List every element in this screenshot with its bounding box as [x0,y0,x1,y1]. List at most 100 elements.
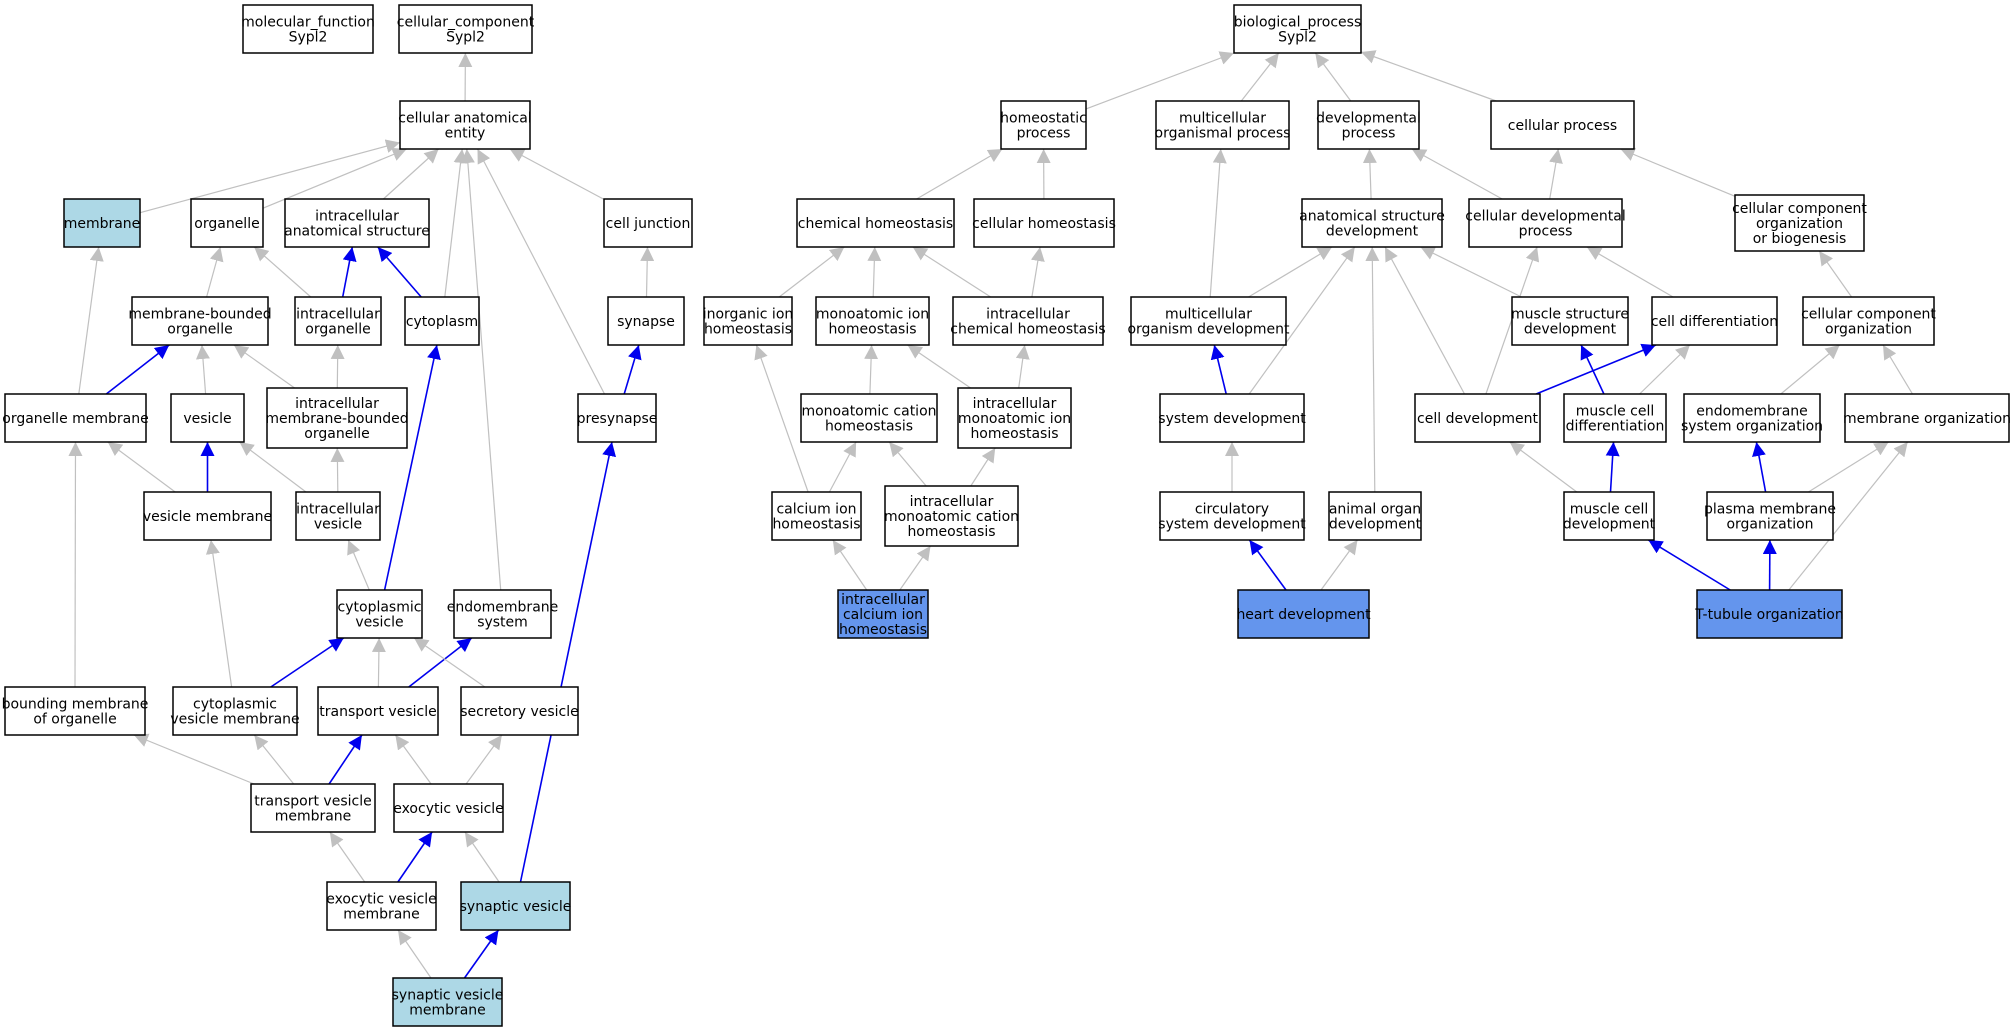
node-box[interactable] [266,387,408,449]
node-box[interactable] [837,589,929,639]
node-box[interactable] [404,296,480,346]
node-box[interactable] [603,198,693,248]
node-box[interactable] [1317,100,1420,150]
node-box[interactable] [957,387,1072,449]
node-exoves[interactable]: exocytic vesicle [393,783,504,833]
node-box[interactable] [393,783,504,833]
node-vesmem[interactable]: vesicle membrane [143,491,272,541]
node-box[interactable] [800,393,938,443]
node-box[interactable] [284,198,430,248]
node-box[interactable] [1468,198,1623,248]
node-box[interactable] [1706,491,1834,541]
node-presynapse[interactable]: presynapse [577,393,658,443]
node-box[interactable] [952,296,1104,346]
node-vesicle[interactable]: vesicle [170,393,245,443]
node-box[interactable] [392,977,503,1027]
node-box[interactable] [295,491,381,541]
node-celldiff[interactable]: cell differentiation [1651,296,1778,346]
node-box[interactable] [1802,296,1935,346]
node-box[interactable] [460,686,579,736]
node-synapse[interactable]: synapse [607,296,685,346]
node-box[interactable] [1651,296,1778,346]
node-box[interactable] [172,686,298,736]
node-box[interactable] [170,393,245,443]
node-box[interactable] [1301,198,1443,248]
node-secves[interactable]: secretory vesicle [460,686,579,736]
node-chemhomeo[interactable]: chemical homeostasis [796,198,955,248]
node-heartdev[interactable]: heart development [1236,589,1371,639]
node-box[interactable] [1233,4,1362,54]
node-box[interactable] [607,296,685,346]
node-box[interactable] [4,393,147,443]
node-box[interactable] [326,881,437,931]
node-celldev[interactable]: cell development [1414,393,1541,443]
node-box[interactable] [453,589,552,639]
node-box[interactable] [1130,296,1287,346]
node-box[interactable] [1490,100,1635,150]
node-box[interactable] [1563,393,1667,443]
node-box[interactable] [1000,100,1087,150]
node-synves[interactable]: synaptic vesicle [460,881,572,931]
node-box[interactable] [242,4,374,54]
node-box[interactable] [703,296,793,346]
node-box[interactable] [143,491,272,541]
node-box[interactable] [131,296,269,346]
node-cytoplasm[interactable]: cytoplasm [404,296,480,346]
node-box[interactable] [399,100,531,150]
node-box[interactable] [1155,100,1290,150]
node-box[interactable] [4,686,146,736]
node-box[interactable] [771,491,862,541]
node-box[interactable] [63,198,141,248]
node-cellhomeo[interactable]: cellular homeostasis [972,198,1116,248]
node-ttub[interactable]: T-tubule organization [1694,589,1844,639]
node-transves[interactable]: transport vesicle [317,686,439,736]
node-box[interactable] [1511,296,1629,346]
node-organelle[interactable]: organelle [190,198,264,248]
node-celljunction[interactable]: cell junction [603,198,693,248]
node-box[interactable] [460,881,571,931]
node-box[interactable] [973,198,1115,248]
node-box[interactable] [1844,393,2010,443]
node-cellproc[interactable]: cellular process [1490,100,1635,150]
node-box[interactable] [577,393,657,443]
node-sysdev[interactable]: system development [1158,393,1306,443]
node-box[interactable] [398,4,533,54]
node-box[interactable] [884,485,1019,547]
node-membrane[interactable]: membrane [63,198,141,248]
node-box[interactable] [1237,589,1370,639]
node-box[interactable] [1696,589,1843,639]
node-box[interactable] [1734,194,1865,252]
node-box[interactable] [1159,491,1305,541]
